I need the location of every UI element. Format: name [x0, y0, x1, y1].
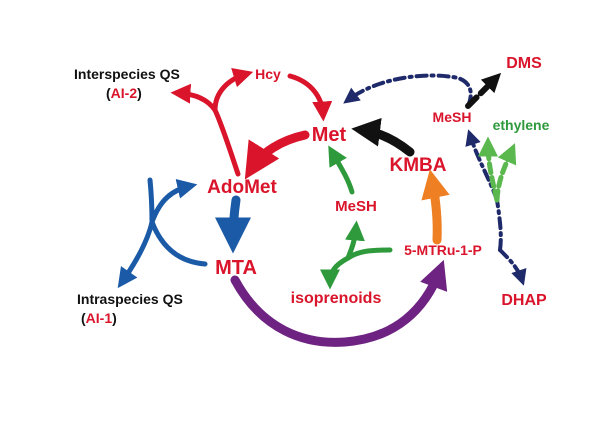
ai1-close-paren: ) [112, 310, 117, 326]
arrow-blue-upper [147, 177, 198, 223]
arrow-to-hcy [212, 68, 254, 113]
label-met: Met [312, 124, 347, 146]
arrow-mesh-to-dms [465, 72, 502, 109]
label-ai1-line: (AI-1) [81, 310, 117, 326]
label-mesh-center: MeSH [335, 198, 377, 215]
arrow-dashed-to-dhap [498, 248, 527, 286]
green-arrows [320, 145, 393, 290]
arrow-mta-to-mtru [230, 259, 448, 347]
arrow-met-to-adomet [244, 130, 310, 180]
ethylene-arrows [478, 136, 517, 203]
label-dhap: DHAP [501, 292, 547, 309]
label-kmba: KMBA [390, 155, 447, 176]
arrow-kmba-to-met [351, 117, 415, 157]
arrow-blue-lower [117, 219, 155, 289]
label-ethylene: ethylene [493, 117, 550, 133]
arrow-dashed-top [343, 73, 473, 108]
arrow-dashed-ethylene-b [494, 143, 517, 203]
label-dms: DMS [506, 55, 542, 72]
blue-arrows [117, 177, 252, 289]
red-arrows [170, 68, 333, 180]
label-mta: MTA [215, 257, 257, 279]
label-intraspecies-qs: Intraspecies QS [77, 291, 183, 307]
arrow-blue-to-mta [149, 219, 208, 267]
arrow-mtru-branch [345, 247, 393, 261]
label-mtru: 5-MTRu-1-P [404, 242, 482, 258]
arrow-adomet-up [212, 107, 241, 177]
ai2-open-paren: ( [106, 85, 111, 101]
arrow-mtru-to-kmba [421, 169, 450, 245]
arrow-to-ai2 [170, 83, 218, 113]
arrow-to-mesh-center [344, 220, 365, 261]
arrow-mesh-to-met [328, 145, 355, 195]
ai2-close-paren: ) [137, 85, 142, 101]
arrow-hcy-to-met [287, 73, 333, 122]
ai1-code: AI-1 [86, 310, 113, 326]
ai1-open-paren: ( [81, 310, 86, 326]
label-interspecies-qs: Interspecies QS [74, 66, 180, 82]
label-ai2-line: (AI-2) [106, 85, 142, 101]
arrow-to-isoprenoids [320, 255, 351, 290]
label-isoprenoids: isoprenoids [291, 290, 382, 307]
label-hcy: Hcy [255, 66, 281, 82]
ai2-code: AI-2 [111, 85, 138, 101]
arrow-dashed-mtru-up [495, 198, 503, 252]
arrow-adomet-to-mta [215, 195, 252, 254]
label-adomet: AdoMet [207, 177, 277, 198]
label-mesh-right: MeSH [433, 109, 472, 125]
